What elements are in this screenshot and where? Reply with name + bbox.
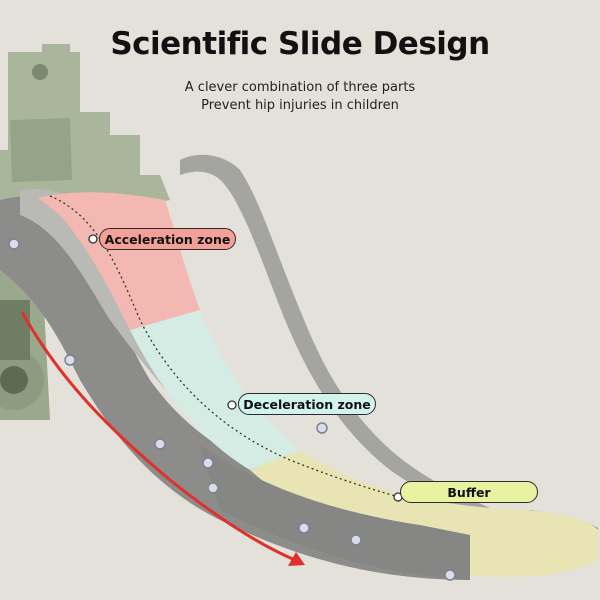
subtitle-line-1: A clever combination of three parts (184, 80, 416, 95)
trajectory-dots-icon (49, 195, 411, 501)
buffer-zone-label: Buffer (400, 481, 538, 503)
motion-arrow-icon (20, 311, 305, 566)
deceleration-marker (227, 400, 237, 410)
page-title: Scientific Slide Design (110, 26, 490, 62)
subtitle-line-2: Prevent hip injuries in children (201, 98, 399, 113)
deceleration-zone-label: Deceleration zone (238, 393, 376, 415)
acceleration-marker (88, 234, 98, 244)
slide-body (0, 154, 598, 581)
acceleration-zone-label: Acceleration zone (99, 228, 236, 250)
